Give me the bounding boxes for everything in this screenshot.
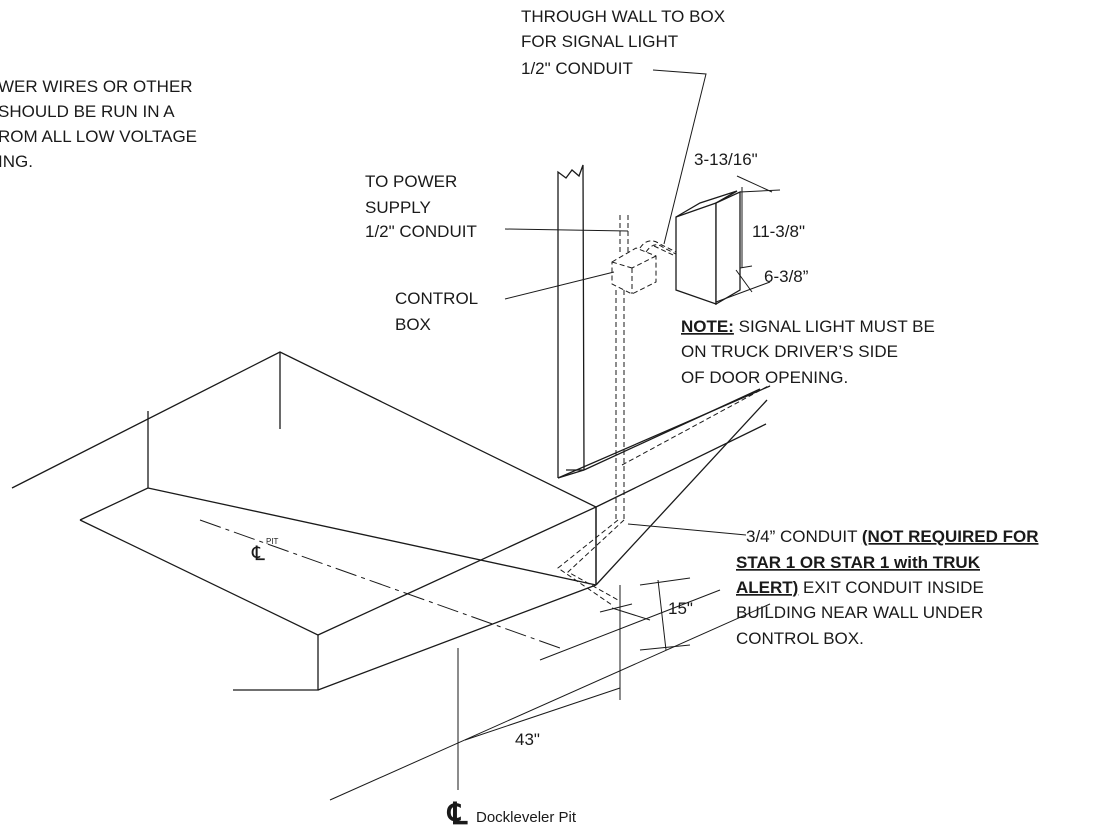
- control-box-2: BOX: [395, 315, 431, 334]
- through-wall-1: THROUGH WALL TO BOX: [521, 7, 725, 26]
- wall-column: [557, 164, 771, 479]
- note-top-left-1: WER WIRES OR OTHER: [0, 77, 193, 96]
- centerline-symbol: ℄: [446, 798, 468, 831]
- signal-note-heading: NOTE:: [681, 317, 734, 336]
- conduit-note-line3: ALERT) EXIT CONDUIT INSIDE: [736, 578, 984, 597]
- conduit-note-bold1: (NOT REQUIRED FOR: [862, 527, 1039, 546]
- box-dimensions: 3-13/16" 11-3/8" 6-3/8”: [694, 150, 809, 303]
- through-wall-3: 1/2" CONDUIT: [521, 59, 633, 78]
- note-top-left-4: ING.: [0, 152, 33, 171]
- leader-lines: [504, 69, 747, 536]
- dim-depth: 3-13/16": [694, 150, 758, 169]
- conduit-note-line1: 3/4” CONDUIT (NOT REQUIRED FOR: [746, 527, 1038, 546]
- dim-vertical: 15": [668, 599, 693, 618]
- pit-mark: PIT: [266, 537, 279, 546]
- power-supply-3: 1/2" CONDUIT: [365, 222, 477, 241]
- conduits: [557, 215, 771, 606]
- conduit-note-bold2: STAR 1 OR STAR 1 with TRUK: [736, 553, 981, 572]
- conduit-note-bold3: ALERT): [736, 578, 798, 597]
- floor-dimensions: 15" 43": [329, 577, 771, 801]
- dim-width: 6-3/8”: [764, 267, 809, 286]
- pit-centerline: ℄ PIT: [199, 519, 561, 649]
- power-supply-2: SUPPLY: [365, 198, 431, 217]
- signal-light-box: [675, 190, 741, 306]
- signal-note-text1: SIGNAL LIGHT MUST BE: [734, 317, 935, 336]
- dim-height: 11-3/8": [752, 222, 805, 241]
- conduit-note-prefix: 3/4” CONDUIT: [746, 527, 862, 546]
- signal-note-line2: ON TRUCK DRIVER’S SIDE: [681, 342, 898, 361]
- control-box-1: CONTROL: [395, 289, 478, 308]
- dim-horizontal: 43": [515, 730, 540, 749]
- control-box-shape: [611, 247, 657, 295]
- signal-note-line1: NOTE: SIGNAL LIGHT MUST BE: [681, 317, 935, 336]
- dock-pit: [11, 351, 768, 691]
- through-wall-2: FOR SIGNAL LIGHT: [521, 32, 678, 51]
- power-supply-1: TO POWER: [365, 172, 457, 191]
- note-top-left-2: SHOULD BE RUN IN A: [0, 102, 175, 121]
- conduit-note-rest1: EXIT CONDUIT INSIDE: [798, 578, 983, 597]
- conduit-note-rest2: BUILDING NEAR WALL UNDER: [736, 603, 983, 622]
- centerline-label: Dockleveler Pit: [476, 809, 577, 826]
- note-top-left-3: ROM ALL LOW VOLTAGE: [0, 127, 197, 146]
- labels: WER WIRES OR OTHER SHOULD BE RUN IN A RO…: [0, 7, 1038, 831]
- pit-centerline-symbol: ℄: [251, 543, 265, 565]
- signal-note-line3: OF DOOR OPENING.: [681, 368, 848, 387]
- conduit-note-rest3: CONTROL BOX.: [736, 629, 864, 648]
